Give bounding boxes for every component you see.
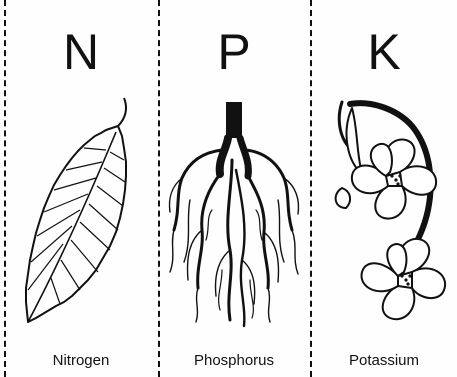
roots-icon — [160, 90, 308, 350]
panel-potassium: K — [312, 0, 456, 377]
label-potassium: Potassium — [312, 352, 456, 370]
label-phosphorus: Phosphorus — [160, 352, 308, 370]
letter-k: K — [312, 22, 456, 82]
letter-n: N — [6, 22, 156, 82]
leaf-icon — [6, 90, 156, 350]
panel-phosphorus: P — [160, 0, 308, 377]
flowers-icon — [312, 90, 456, 350]
panel-nitrogen: N — [6, 0, 156, 377]
letter-p: P — [160, 22, 308, 82]
label-nitrogen: Nitrogen — [6, 352, 156, 370]
